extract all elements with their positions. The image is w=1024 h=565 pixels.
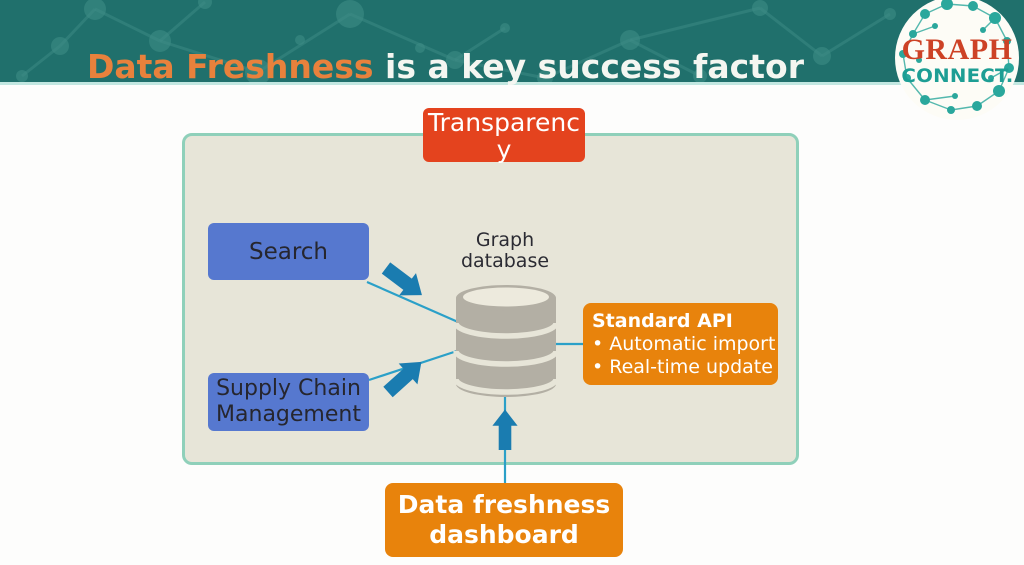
slide-title: Data Freshness is a key success factor: [18, 8, 804, 125]
logo-network-icon: [899, 0, 1014, 114]
data-freshness-dashboard-box: Data freshness dashboard: [385, 483, 623, 557]
database-cylinder-icon: [453, 285, 559, 397]
transparency-box: Transparency: [423, 108, 585, 162]
api-bullet-realtime-update: •Real-time update: [592, 355, 773, 379]
supply-chain-label: Supply Chain Management: [216, 375, 361, 427]
search-label: Search: [248, 238, 329, 265]
search-box: Search: [208, 223, 369, 280]
bullet-marker: •: [592, 355, 604, 378]
bullet-marker: •: [592, 332, 604, 355]
supply-chain-box: Supply Chain Management: [208, 373, 369, 431]
logo-word-graph: GRAPH: [901, 32, 1013, 66]
title-highlight: Data Freshness: [86, 47, 374, 86]
header-bar: Data Freshness is a key success factor: [0, 0, 1024, 86]
api-bullet-text: Real-time update: [609, 355, 773, 378]
graphconnect-logo: GRAPH CONNECT.: [895, 0, 1019, 120]
api-bullet-text: Automatic import: [609, 332, 776, 355]
logo-text: GRAPH CONNECT.: [900, 32, 1013, 87]
graph-database-label: Graph database: [460, 229, 550, 272]
standard-api-box: Standard API •Automatic import •Real-tim…: [583, 303, 778, 386]
logo-word-connect: CONNECT.: [900, 64, 1013, 87]
api-bullet-automatic-import: •Automatic import: [592, 332, 775, 356]
standard-api-title: Standard API: [592, 310, 733, 332]
dashboard-label: Data freshness dashboard: [397, 490, 611, 549]
transparency-label: Transparency: [428, 108, 580, 164]
title-rest: is a key success factor: [373, 47, 804, 86]
